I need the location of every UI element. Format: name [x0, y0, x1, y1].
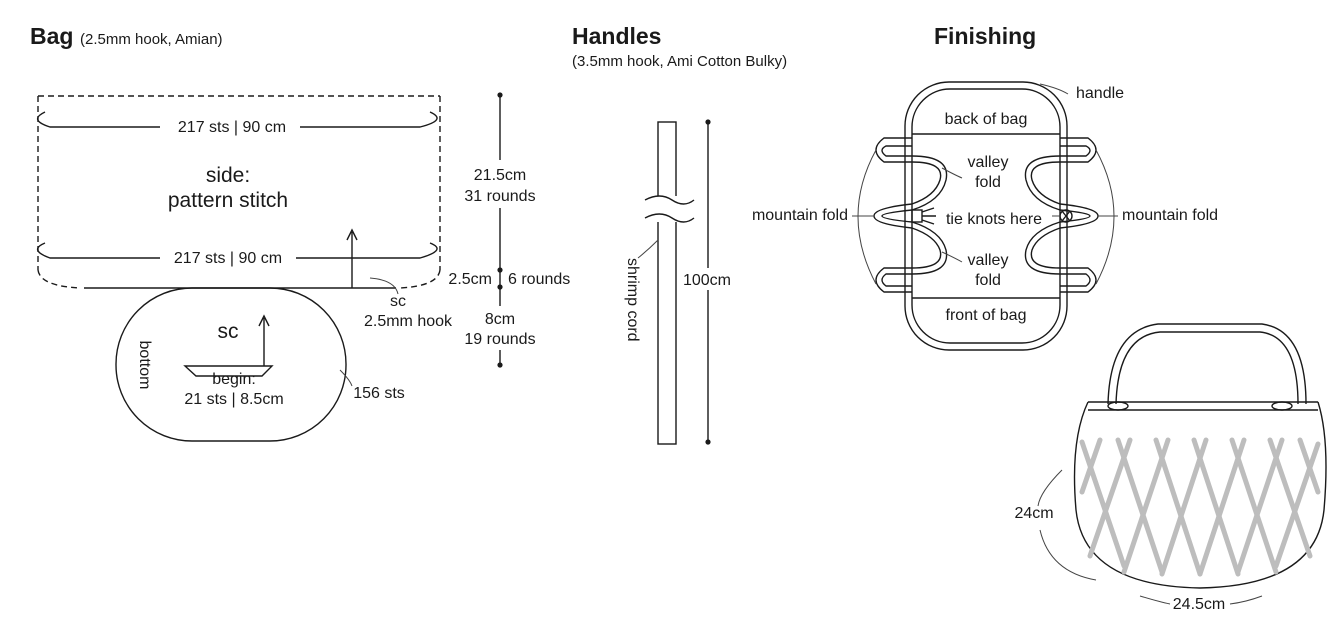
- bottom-label: bottom: [136, 341, 153, 390]
- right-handle-fold-inner: [1024, 145, 1091, 287]
- handle-dim-dot-top: [705, 119, 711, 125]
- finished-height-label: 24cm: [1014, 505, 1053, 522]
- bag-outline-outer: [904, 81, 1068, 351]
- width-leader: [1139, 595, 1263, 605]
- finishing-title: Finishing: [934, 23, 1036, 49]
- valley-top-leader: [941, 167, 963, 179]
- bottom-width-label: 217 sts | 90 cm: [174, 250, 282, 267]
- sc-hook-label: 2.5mm hook: [364, 313, 453, 330]
- side-height-rounds: 31 rounds: [464, 188, 535, 205]
- height-leader-bottom: [1039, 529, 1097, 581]
- side-arrow-head: [346, 228, 358, 241]
- right-knot-icon: [1059, 209, 1073, 223]
- sc-leader-line: [369, 277, 399, 295]
- perimeter-leader-line: [339, 369, 353, 387]
- bottom-height-rounds: 19 rounds: [464, 331, 535, 348]
- handle-length-label: 100cm: [683, 272, 731, 289]
- sc-label: sc: [390, 293, 406, 310]
- band-height-cm: 2.5cm: [448, 271, 492, 288]
- dim-label-bg-2: [460, 306, 540, 350]
- right-mountain-guide-arc: [1095, 149, 1115, 285]
- side-stitch-label: pattern stitch: [168, 189, 288, 212]
- mountain-left-label: mountain fold: [752, 207, 848, 224]
- handles-title: Handles: [572, 23, 661, 49]
- perimeter-label: 156 sts: [353, 385, 405, 402]
- bag-subtitle: (2.5mm hook, Amian): [80, 31, 223, 48]
- valley-bottom-fold-label: fold: [975, 272, 1001, 289]
- handles-subtitle: (3.5mm hook, Ami Cotton Bulky): [572, 53, 787, 70]
- bottom-height-cm: 8cm: [485, 311, 515, 328]
- handle-dim-dot-bottom: [705, 439, 711, 445]
- dim-dot-side-end: [497, 267, 503, 273]
- band-height-rounds: 6 rounds: [508, 271, 570, 288]
- dim-label-bg-1: [460, 160, 540, 208]
- bottom-width-ring: [37, 242, 438, 259]
- valley-bottom-label: valley: [968, 252, 1009, 269]
- finishing-handle-label: handle: [1076, 85, 1124, 102]
- tie-knots-label: tie knots here: [946, 211, 1042, 228]
- bottom-sc-label: sc: [218, 320, 239, 343]
- valley-top-fold-label: fold: [975, 174, 1001, 191]
- handles-section: Handles (3.5mm hook, Ami Cotton Bulky) s…: [572, 23, 787, 445]
- valley-top-label: valley: [968, 154, 1009, 171]
- finished-bag-illustration: 24cm 24.5cm: [1014, 323, 1327, 613]
- begin-count-label: 21 sts | 8.5cm: [184, 391, 283, 408]
- handle-cord-shape: [657, 121, 677, 445]
- cord-label: shrimp cord: [624, 258, 641, 342]
- handle-leader-line: [1039, 83, 1069, 95]
- top-width-label: 217 sts | 90 cm: [178, 119, 286, 136]
- front-of-bag-label: front of bag: [946, 307, 1027, 324]
- dim-dot-top: [497, 92, 503, 98]
- side-bottom-corners: [37, 269, 441, 289]
- lattice-pattern: [1079, 437, 1321, 577]
- finished-handle-inner: [1115, 331, 1299, 405]
- cord-leader-line: [637, 239, 659, 259]
- bag-bottom-shape: [115, 287, 347, 442]
- dim-dot-bottom: [497, 362, 503, 368]
- finished-width-label: 24.5cm: [1173, 596, 1225, 613]
- finished-handle-outer: [1107, 323, 1307, 405]
- back-of-bag-label: back of bag: [945, 111, 1028, 128]
- height-leader-top: [1037, 469, 1063, 507]
- bottom-arrow-head: [258, 314, 270, 327]
- top-width-ring: [37, 111, 438, 128]
- left-mountain-guide-arc: [857, 149, 877, 285]
- mountain-right-label: mountain fold: [1122, 207, 1218, 224]
- bag-title: Bag: [30, 23, 73, 49]
- valley-bottom-leader: [941, 251, 963, 263]
- finishing-section: Finishing handle back of bag front of ba…: [752, 23, 1327, 613]
- left-knot-icon: [911, 207, 936, 225]
- dim-dot-band-end: [497, 284, 503, 290]
- handle-dim-label-bg: [680, 268, 736, 290]
- handle-break-gap: [645, 196, 689, 222]
- finished-bag-body: [1073, 401, 1327, 589]
- begin-label: begin:: [212, 371, 256, 388]
- bag-rings: [1107, 401, 1293, 411]
- side-label: side:: [206, 164, 250, 187]
- handle-break-marks: [644, 195, 695, 223]
- bag-section: Bag (2.5mm hook, Amian) 217 sts | 90 cm …: [30, 23, 570, 442]
- side-height-cm: 21.5cm: [474, 167, 526, 184]
- left-handle-fold: [873, 137, 942, 293]
- left-handle-fold-inner: [881, 145, 948, 287]
- begin-chain-shape: [183, 365, 274, 377]
